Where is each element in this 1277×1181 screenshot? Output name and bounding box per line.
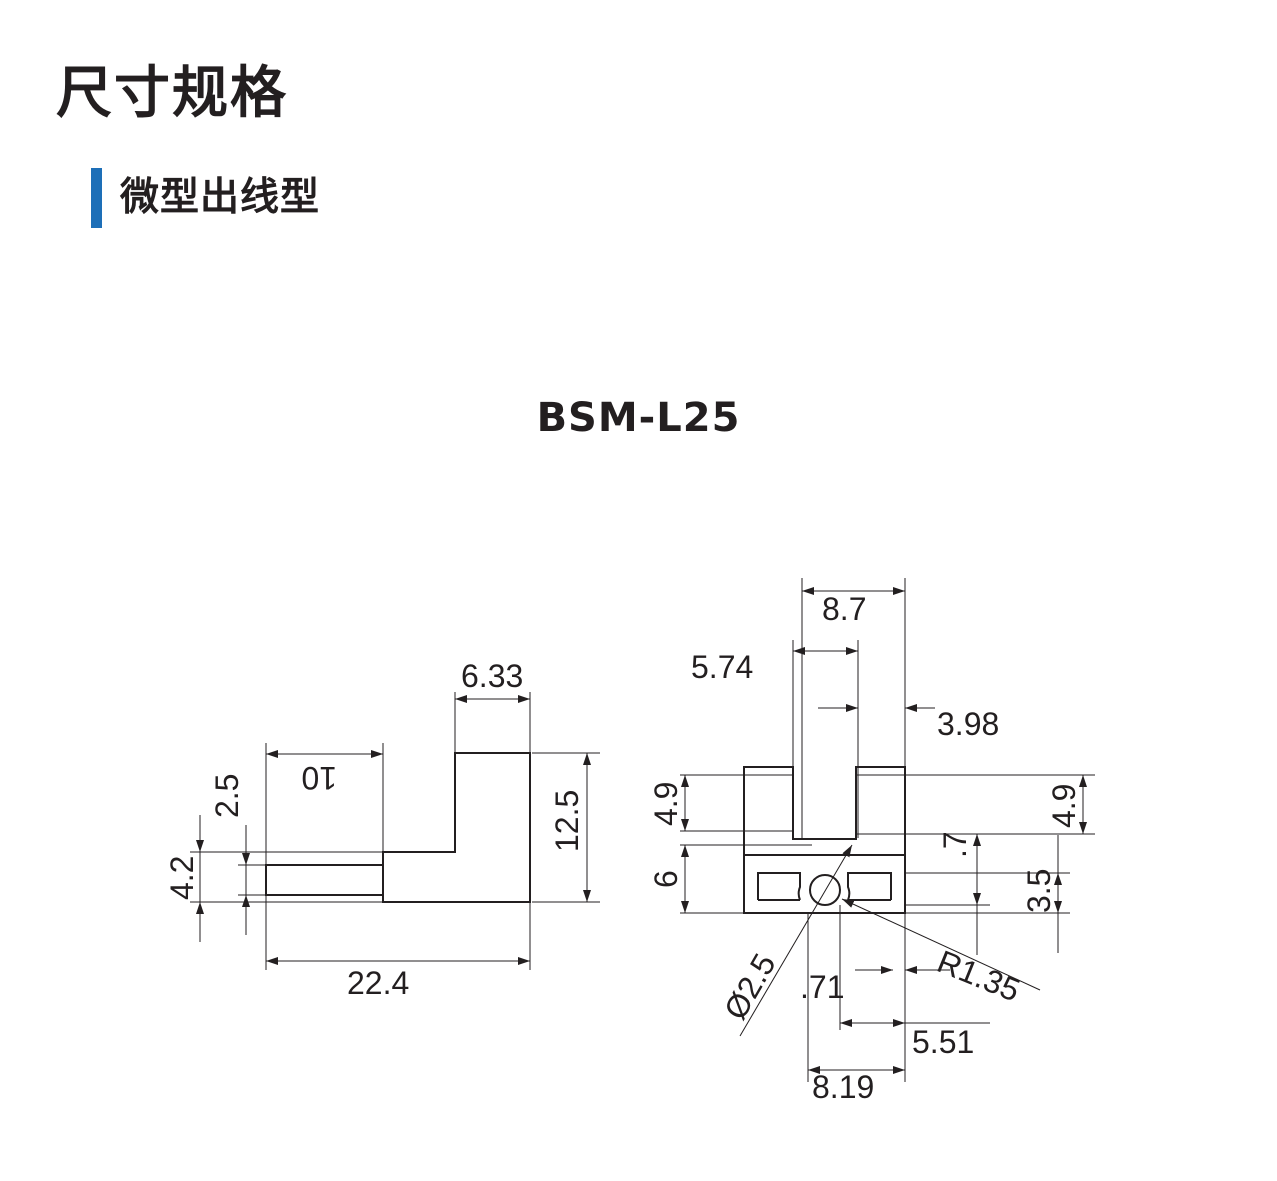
dim-label-4-9-left: 4.9 bbox=[648, 782, 684, 826]
model-title: BSM-L25 bbox=[536, 395, 741, 441]
side-view-dimension-lines bbox=[196, 695, 591, 965]
dim-label-5-74: 5.74 bbox=[691, 649, 753, 685]
front-view-dimension-lines bbox=[681, 587, 1087, 1074]
side-view-extension-lines bbox=[190, 692, 600, 970]
dim-label-6-33: 6.33 bbox=[461, 658, 523, 694]
page-title: 尺寸规格 bbox=[56, 61, 288, 126]
section-title: 微型出线型 bbox=[120, 175, 321, 220]
dim-label-4-2: 4.2 bbox=[164, 856, 200, 900]
dim-label-5-51: 5.51 bbox=[912, 1024, 974, 1060]
dim-label-6: 6 bbox=[648, 870, 684, 888]
dim-label-22-4: 22.4 bbox=[347, 965, 409, 1001]
dim-label-radius: R1.35 bbox=[932, 943, 1025, 1008]
dim-label-10: 10 bbox=[301, 760, 337, 796]
dim-label-4-9-right: 4.9 bbox=[1046, 784, 1082, 828]
dim-label-8-7: 8.7 bbox=[822, 591, 866, 627]
dim-label-2-5: 2.5 bbox=[209, 774, 245, 818]
section-header: 微型出线型 bbox=[91, 168, 320, 228]
section-accent-bar bbox=[91, 168, 102, 228]
side-view-outline bbox=[265, 752, 531, 903]
dim-label-0-7: .7 bbox=[937, 831, 973, 858]
dim-label-3-5: 3.5 bbox=[1021, 869, 1057, 913]
dim-label-12-5: 12.5 bbox=[549, 790, 585, 852]
dim-label-8-19: 8.19 bbox=[812, 1069, 874, 1105]
dim-label-0-71: .71 bbox=[800, 969, 844, 1005]
dim-label-hole-diameter: Ø2.5 bbox=[717, 947, 783, 1025]
front-view-outline bbox=[743, 766, 906, 914]
dim-label-3-98: 3.98 bbox=[937, 706, 999, 742]
front-view bbox=[680, 578, 1095, 1082]
side-view bbox=[190, 692, 600, 970]
